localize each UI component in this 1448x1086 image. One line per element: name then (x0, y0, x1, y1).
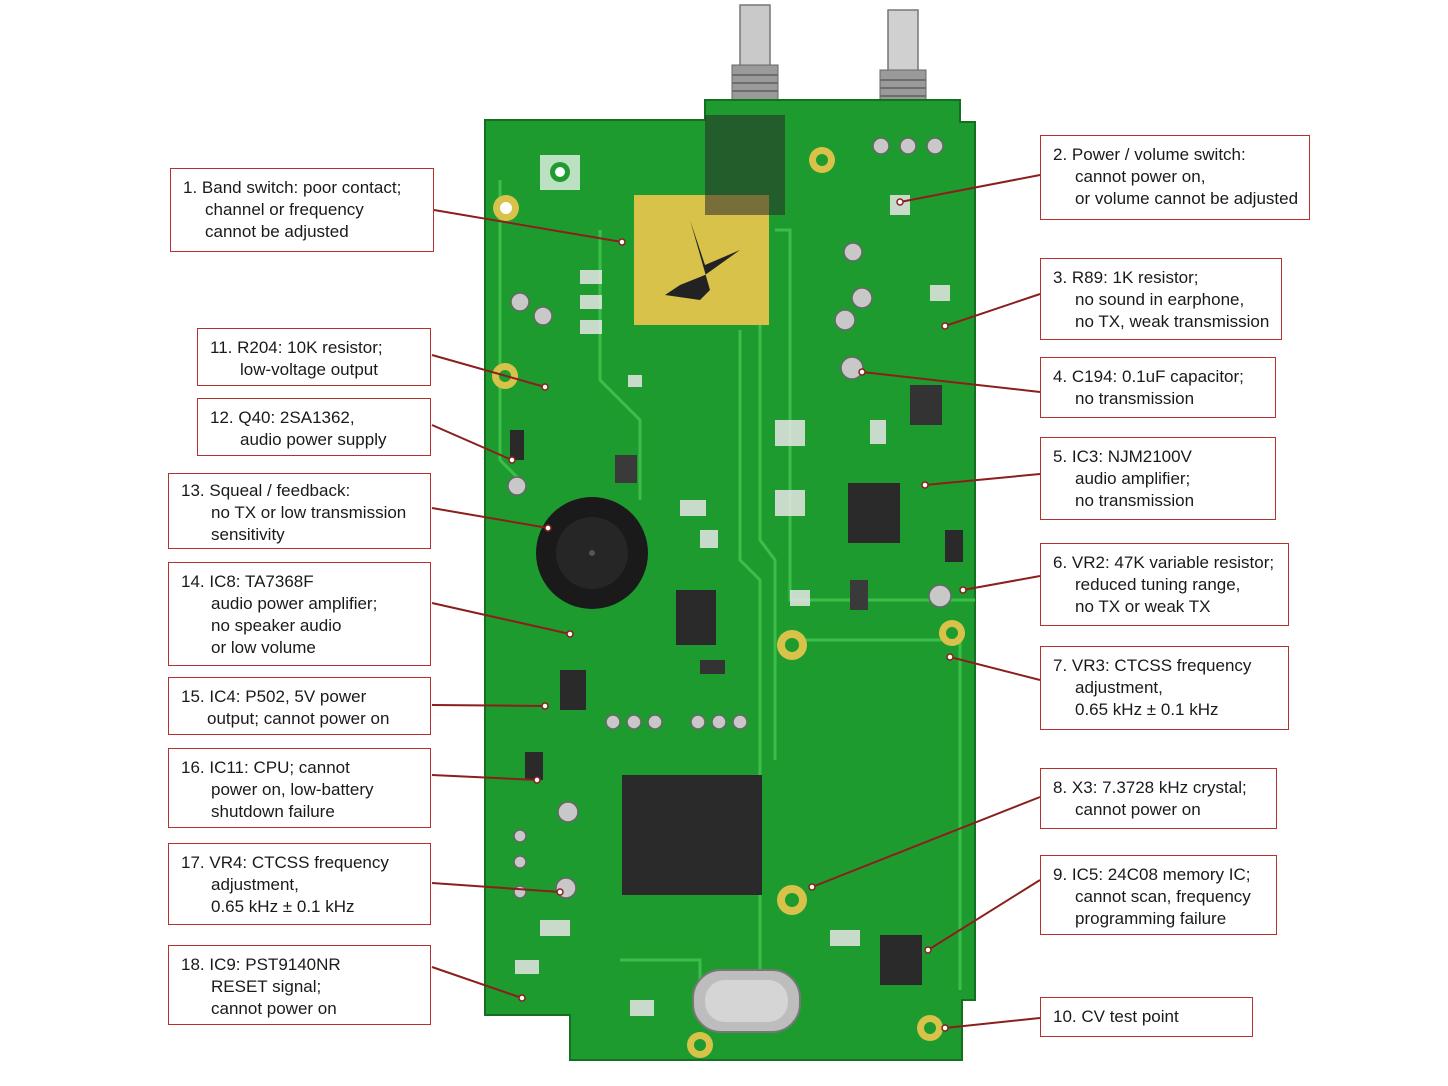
callout-10: 10. CV test point (1040, 997, 1253, 1037)
callout-6-line-1: 6. VR2: 47K variable resistor; (1053, 553, 1275, 572)
callout-8: 8. X3: 7.3728 kHz crystal; cannot power … (1040, 768, 1277, 829)
callout-17-line-1: 17. VR4: CTCSS frequency (181, 853, 389, 872)
callout-14-line-4: or low volume (211, 638, 316, 657)
callout-12-line-1: 12. Q40: 2SA1362, (210, 408, 355, 427)
pcb-outline (484, 99, 976, 1061)
callout-15: 15. IC4: P502, 5V power output; cannot p… (168, 677, 431, 735)
callout-13: 13. Squeal / feedback: no TX or low tran… (168, 473, 431, 549)
callout-16-line-1: 16. IC11: CPU; cannot (181, 758, 350, 777)
callout-13-line-3: sensitivity (211, 525, 285, 544)
callout-15-line-2: output; cannot power on (207, 709, 390, 728)
callout-18-line-2: RESET signal; (211, 977, 322, 996)
callout-11-line-1: 11. R204: 10K resistor; (210, 338, 383, 357)
callout-18: 18. IC9: PST9140NR RESET signal; cannot … (168, 945, 431, 1025)
callout-14-line-2: audio power amplifier; (211, 594, 378, 613)
callout-9-line-3: programming failure (1075, 909, 1227, 928)
callout-17-line-3: 0.65 kHz ± 0.1 kHz (211, 897, 355, 916)
callout-2-line-3: or volume cannot be adjusted (1075, 189, 1299, 208)
leader-dots (508, 198, 967, 1032)
callout-8-line-1: 8. X3: 7.3728 kHz crystal; (1053, 778, 1247, 797)
callout-15-line-1: 15. IC4: P502, 5V power (181, 687, 367, 706)
callout-10-line-1: 10. CV test point (1053, 1007, 1179, 1026)
callout-3-line-2: no sound in earphone, (1075, 290, 1245, 309)
callout-16: 16. IC11: CPU; cannot power on, low-batt… (168, 748, 431, 828)
callout-9-line-1: 9. IC5: 24C08 memory IC; (1053, 865, 1251, 884)
callout-1-line-2: channel or frequency (205, 200, 364, 219)
callout-7-line-3: 0.65 kHz ± 0.1 kHz (1075, 700, 1219, 719)
callout-2-line-1: 2. Power / volume switch: (1053, 145, 1246, 164)
callout-11: 11. R204: 10K resistor; low-voltage outp… (197, 328, 431, 386)
callout-7-line-1: 7. VR3: CTCSS frequency (1053, 656, 1252, 675)
callout-14: 14. IC8: TA7368F audio power amplifier; … (168, 562, 431, 666)
callout-5-line-2: audio amplifier; (1075, 469, 1191, 488)
callout-18-line-1: 18. IC9: PST9140NR (181, 955, 341, 974)
ics (510, 115, 963, 985)
callout-6-line-3: no TX or weak TX (1075, 597, 1211, 616)
callout-4-line-2: no transmission (1075, 389, 1195, 408)
callout-13-line-1: 13. Squeal / feedback: (181, 481, 351, 500)
leader-lines (431, 174, 1041, 1029)
callout-12: 12. Q40: 2SA1362, audio power supply (197, 398, 431, 456)
callout-1-line-1: 1. Band switch: poor contact; (183, 178, 402, 197)
callout-17-line-2: adjustment, (211, 875, 299, 894)
mounting-holes (492, 147, 965, 1058)
callout-13-line-2: no TX or low transmission (211, 503, 407, 522)
callout-5-line-1: 5. IC3: NJM2100V (1053, 447, 1192, 466)
callout-14-line-1: 14. IC8: TA7368F (181, 572, 314, 591)
callout-12-line-2: audio power supply (240, 430, 387, 449)
callout-3: 3. R89: 1K resistor; no sound in earphon… (1040, 258, 1282, 340)
callout-7: 7. VR3: CTCSS frequency adjustment, 0.65… (1040, 646, 1289, 730)
callout-7-line-2: adjustment, (1075, 678, 1163, 697)
callout-17: 17. VR4: CTCSS frequency adjustment, 0.6… (168, 843, 431, 925)
callout-1-line-3: cannot be adjusted (205, 222, 349, 241)
rf-connectors (731, 4, 927, 109)
smd-components (515, 195, 950, 1016)
callout-2-line-2: cannot power on, (1075, 167, 1206, 186)
callout-18-line-3: cannot power on (211, 999, 337, 1018)
callout-6: 6. VR2: 47K variable resistor; reduced t… (1040, 543, 1289, 626)
callout-3-line-3: no TX, weak transmission (1075, 312, 1270, 331)
callout-16-line-3: shutdown failure (211, 802, 335, 821)
callout-16-line-2: power on, low-battery (211, 780, 374, 799)
callout-14-line-3: no speaker audio (211, 616, 342, 635)
callout-3-line-1: 3. R89: 1K resistor; (1053, 268, 1199, 287)
callout-5: 5. IC3: NJM2100V audio amplifier; no tra… (1040, 437, 1276, 520)
callout-11-line-2: low-voltage output (240, 360, 378, 379)
callout-9-line-2: cannot scan, frequency (1075, 887, 1251, 906)
callout-5-line-3: no transmission (1075, 491, 1195, 510)
callout-4: 4. C194: 0.1uF capacitor; no transmissio… (1040, 357, 1276, 418)
callout-1: 1. Band switch: poor contact; channel or… (170, 168, 434, 252)
callout-8-line-2: cannot power on (1075, 800, 1201, 819)
callout-9: 9. IC5: 24C08 memory IC; cannot scan, fr… (1040, 855, 1277, 935)
callout-2: 2. Power / volume switch: cannot power o… (1040, 135, 1310, 220)
callout-4-line-1: 4. C194: 0.1uF capacitor; (1053, 367, 1244, 386)
callout-6-line-2: reduced tuning range, (1075, 575, 1241, 594)
